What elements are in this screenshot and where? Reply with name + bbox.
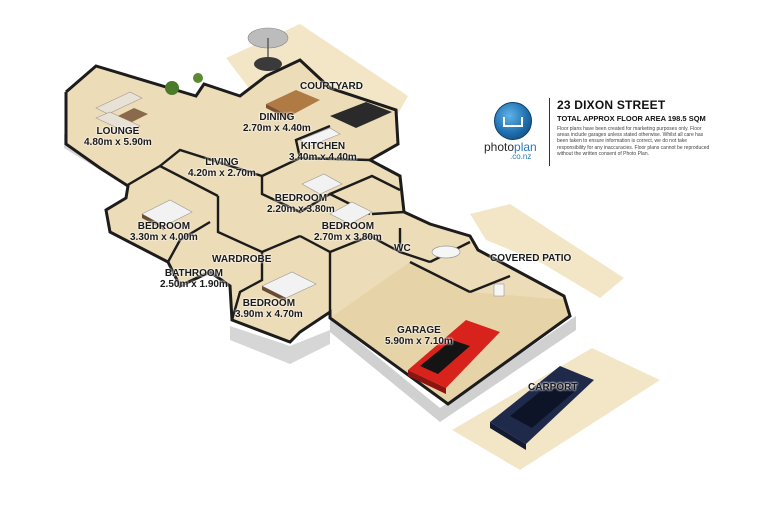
room-label-kitchen: KITCHEN 3.40m x 4.40m (289, 141, 357, 163)
brand-name: photoplan (484, 140, 537, 154)
room-name: LOUNGE (96, 126, 140, 137)
bed-icon (301, 173, 343, 195)
interior-walls (125, 124, 511, 321)
room-name: WC (394, 243, 411, 254)
room-dims: 2.70m x 4.40m (243, 123, 311, 134)
photoplan-brand: photoplan .co.nz (480, 98, 550, 168)
room-name: BEDROOM (274, 193, 328, 204)
room-label-wardrobe: WARDROBE (212, 254, 271, 265)
room-label-living: LIVING 4.20m x 2.70m (188, 157, 256, 179)
room-dims: 3.40m x 4.40m (289, 152, 357, 163)
room-dims: 3.30m x 4.00m (130, 232, 198, 243)
room-label-dining: DINING 2.70m x 4.40m (243, 112, 311, 134)
room-dims: 2.20m x 3.80m (267, 204, 335, 215)
room-dims: 4.20m x 2.70m (188, 168, 256, 179)
exterior-walls (64, 58, 572, 406)
room-dims: 2.70m x 3.80m (314, 232, 382, 243)
floor-area: TOTAL APPROX FLOOR AREA 198.5 SQM (557, 114, 706, 123)
courtyard-umbrella (247, 27, 289, 71)
covered-patio-deck (470, 204, 624, 298)
room-label-carport: CARPORT (528, 382, 577, 393)
room-label-garage: GARAGE 5.90m x 7.10m (385, 325, 453, 347)
bed-icon (141, 199, 193, 230)
property-info: 23 DIXON STREET TOTAL APPROX FLOOR AREA … (557, 98, 715, 157)
disclaimer-text: Floor plans have been created for market… (557, 126, 710, 157)
building-side-walls-south (230, 326, 330, 364)
bed-icon (329, 201, 373, 225)
plant-icon (193, 73, 203, 83)
room-name: WARDROBE (212, 254, 272, 265)
photoplan-logo-icon (494, 102, 532, 140)
property-address: 23 DIXON STREET (557, 98, 666, 112)
room-name: COVERED PATIO (490, 253, 572, 264)
room-name: BATHROOM (164, 268, 223, 279)
garage-floor (330, 262, 570, 404)
brand-name-part1: photo (484, 140, 515, 154)
dining-table (266, 90, 320, 120)
header-divider (549, 98, 550, 166)
room-label-covered-patio: COVERED PATIO (490, 253, 571, 264)
room-name: BEDROOM (137, 221, 191, 232)
carport-car-icon (490, 366, 594, 450)
room-name: BEDROOM (242, 298, 296, 309)
room-name: LIVING (205, 157, 239, 168)
room-label-bedroom-3: BEDROOM 2.70m x 3.80m (314, 221, 382, 243)
room-label-courtyard: COURTYARD (300, 81, 363, 92)
room-label-bedroom-4: BEDROOM 3.90m x 4.70m (235, 298, 303, 320)
room-label-wc: WC (394, 243, 411, 254)
room-dims: 3.90m x 4.70m (235, 309, 303, 320)
room-dims: 2.50m x 1.90m (160, 279, 228, 290)
room-dims: 4.80m x 5.90m (84, 137, 152, 148)
bed-icon (261, 271, 317, 302)
room-label-bathroom: BATHROOM 2.50m x 1.90m (160, 268, 228, 290)
room-name: DINING (259, 112, 295, 123)
bath-icon (431, 245, 505, 297)
plant-icon (165, 81, 179, 95)
room-name: COURTYARD (300, 81, 363, 92)
lounge-sofa (95, 91, 148, 133)
room-name: KITCHEN (300, 141, 346, 152)
room-dims: 5.90m x 7.10m (385, 336, 453, 347)
room-name: GARAGE (396, 325, 441, 336)
garage-car-icon (408, 320, 500, 394)
room-name: CARPORT (528, 382, 578, 393)
room-label-bedroom-2: BEDROOM 2.20m x 3.80m (267, 193, 335, 215)
room-name: BEDROOM (321, 221, 375, 232)
brand-domain: .co.nz (510, 152, 532, 161)
kitchen-bench (299, 102, 392, 147)
room-label-lounge: LOUNGE 4.80m x 5.90m (84, 126, 152, 148)
room-label-bedroom-1: BEDROOM 3.30m x 4.00m (130, 221, 198, 243)
brand-name-part2: plan (514, 140, 537, 154)
